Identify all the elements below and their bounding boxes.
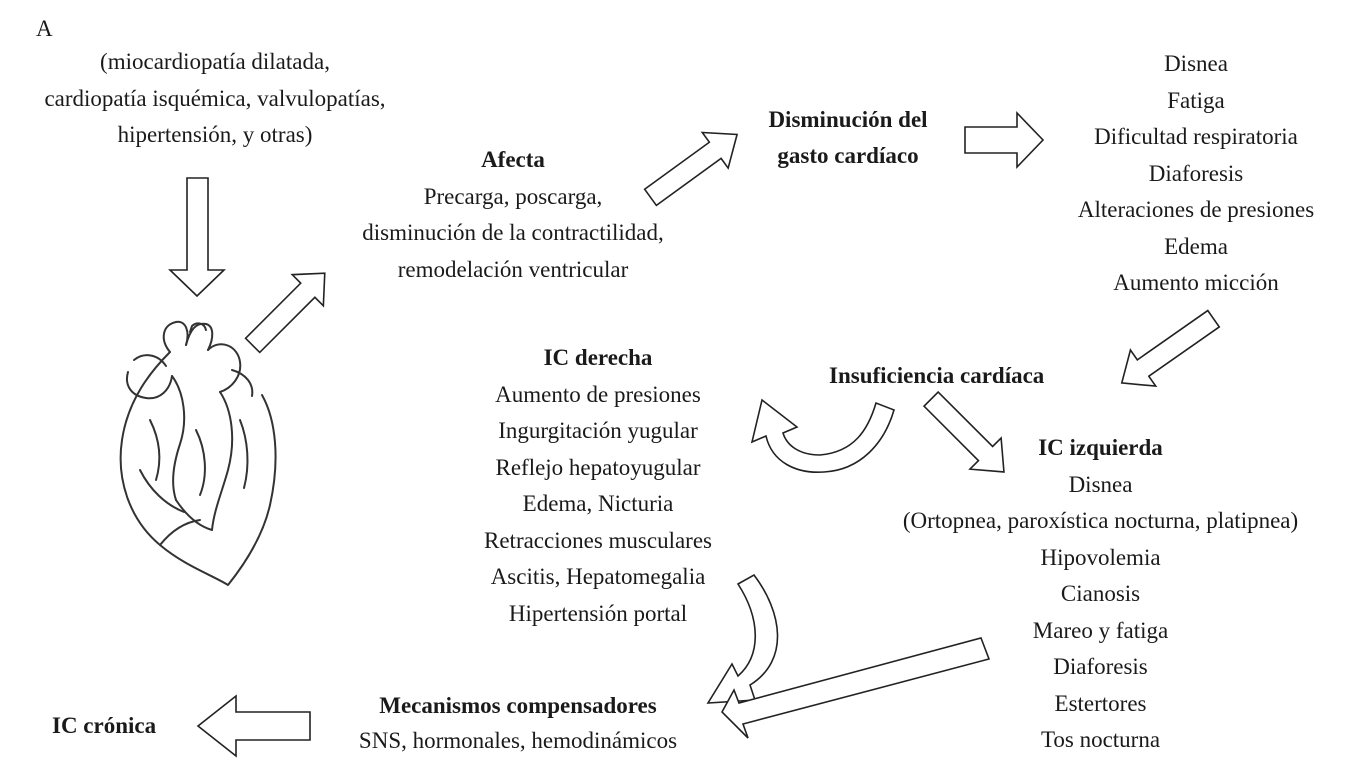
affects-line: remodelación ventricular — [318, 252, 708, 289]
compensators-title: Mecanismos compensadores — [318, 688, 718, 723]
right-hf-item: Ingurgitación yugular — [452, 413, 744, 450]
right-hf-item: Reflejo hepatoyugular — [452, 450, 744, 487]
cause-line: cardiopatía isquémica, valvulopatías, — [0, 81, 430, 118]
causes-text-block: (miocardiopatía dilatada, cardiopatía is… — [0, 44, 430, 154]
cause-line: (miocardiopatía dilatada, — [0, 44, 430, 81]
left-hf-item: Mareo y fatiga — [852, 613, 1349, 650]
left-hf-item: Hipovolemia — [852, 540, 1349, 577]
cardiac-output-line: gasto cardíaco — [738, 138, 958, 174]
left-hf-item: Cianosis — [852, 576, 1349, 613]
symptom-item: Fatiga — [1058, 83, 1334, 120]
cardiac-output-line: Disminución del — [738, 102, 958, 138]
panel-letter: A — [36, 14, 53, 44]
arrow-causes-to-heart — [170, 178, 224, 296]
left-hf-item: (Ortopnea, paroxística nocturna, platipn… — [852, 503, 1349, 540]
compensators-subtitle: SNS, hormonales, hemodinámicos — [318, 723, 718, 758]
arrow-compensators-to-chronic — [198, 696, 310, 756]
left-hf-block: IC izquierda Disnea (Ortopnea, paroxísti… — [852, 430, 1349, 759]
symptom-item: Disnea — [1058, 46, 1334, 83]
affects-block: Afecta Precarga, poscarga, disminución d… — [318, 142, 708, 288]
cardiac-output-block: Disminución del gasto cardíaco — [738, 102, 958, 174]
left-hf-item: Diaforesis — [852, 649, 1349, 686]
arrow-output-to-symptoms — [965, 113, 1043, 167]
left-hf-item: Estertores — [852, 686, 1349, 723]
heart-failure-label: Insuficiencia cardíaca — [829, 361, 1044, 391]
right-hf-block: IC derecha Aumento de presiones Ingurgit… — [452, 340, 744, 632]
heart-drawing-icon — [121, 322, 276, 585]
affects-title: Afecta — [318, 142, 708, 179]
symptom-item: Diaforesis — [1058, 156, 1334, 193]
affects-line: disminución de la contractilidad, — [318, 215, 708, 252]
symptom-item: Dificultad respiratoria — [1058, 119, 1334, 156]
left-hf-title: IC izquierda — [852, 430, 1349, 467]
right-hf-item: Hipertensión portal — [452, 596, 744, 633]
left-hf-item: Disnea — [852, 467, 1349, 504]
right-hf-item: Aumento de presiones — [452, 377, 744, 414]
symptoms-block: Disnea Fatiga Dificultad respiratoria Di… — [1058, 46, 1334, 302]
affects-line: Precarga, poscarga, — [318, 179, 708, 216]
symptom-item: Aumento micción — [1058, 265, 1334, 302]
right-hf-item: Edema, Nicturia — [452, 486, 744, 523]
symptom-item: Edema — [1058, 229, 1334, 266]
right-hf-item: Retracciones musculares — [452, 523, 744, 560]
symptom-item: Alteraciones de presiones — [1058, 192, 1334, 229]
right-hf-title: IC derecha — [452, 340, 744, 377]
compensators-block: Mecanismos compensadores SNS, hormonales… — [318, 688, 718, 758]
left-hf-item: Tos nocturna — [852, 722, 1349, 759]
chronic-hf-label: IC crónica — [52, 711, 156, 741]
right-hf-item: Ascitis, Hepatomegalia — [452, 559, 744, 596]
arrow-symptoms-to-hf — [1109, 301, 1226, 401]
